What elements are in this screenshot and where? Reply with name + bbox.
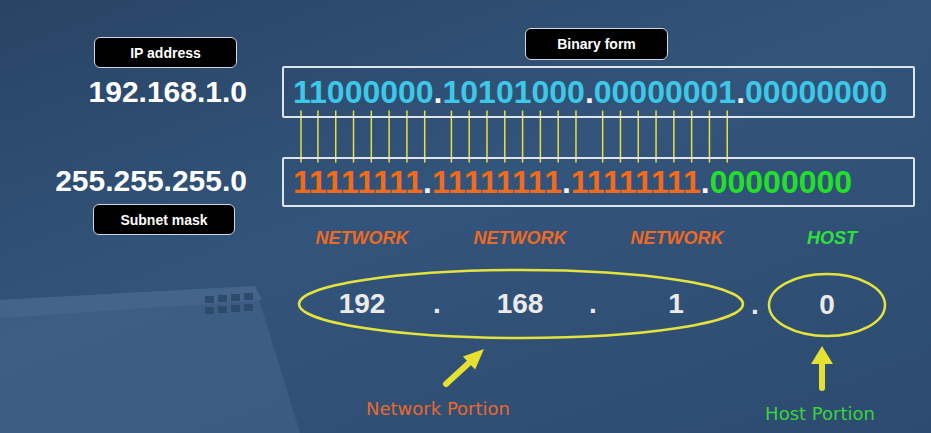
ellipse-shape — [299, 270, 743, 338]
portion-tag: NETWORK — [631, 228, 724, 249]
portion-caption: Network Portion — [366, 398, 510, 419]
tag-text: IP address — [130, 45, 201, 61]
binary-octet: 00000000 — [745, 74, 887, 111]
label-tag: Binary form — [525, 28, 668, 60]
bit-line — [540, 111, 542, 163]
bit-line — [300, 111, 302, 163]
octet-value: . — [433, 288, 441, 320]
bit-line — [557, 111, 559, 163]
octet-dot: . — [736, 74, 745, 111]
ip-value: 192.168.1.0 — [89, 75, 247, 109]
tag-text: Binary form — [557, 36, 636, 52]
binary-octet: 11111111 — [571, 164, 701, 201]
bit-line — [709, 111, 711, 163]
bit-line — [602, 111, 604, 163]
bit-line — [620, 111, 622, 163]
binary-octet: 11111111 — [293, 164, 423, 201]
bit-line — [468, 111, 470, 163]
binary-box: 11111111.11111111.11111111.00000000 — [282, 157, 915, 207]
octet-dot: . — [562, 164, 571, 201]
bit-line — [486, 111, 488, 163]
binary-box: 11000000.10101000.00000001.00000000 — [282, 66, 915, 118]
octet-dot: . — [423, 164, 432, 201]
binary-octet: 11111111 — [432, 164, 562, 201]
bit-line — [406, 111, 408, 163]
bit-line — [317, 111, 319, 163]
bit-line — [353, 111, 355, 163]
binary-octet: 00000001 — [594, 74, 736, 111]
bit-line — [673, 111, 675, 163]
portion-ellipse: 192. 168. 1 — [297, 268, 745, 340]
octet-value: 1 — [668, 288, 684, 320]
portion-tag: NETWORK — [474, 228, 567, 249]
octet-dot: . — [701, 164, 710, 201]
octet-value: . — [589, 288, 597, 320]
binary-octet: 10101000 — [443, 74, 585, 111]
bit-line — [504, 111, 506, 163]
pointer-arrow — [446, 349, 484, 384]
label-tag: Subnet mask — [93, 204, 235, 235]
bit-line — [424, 111, 426, 163]
bit-line — [388, 111, 390, 163]
pointer-arrow — [811, 346, 833, 388]
bit-line — [575, 111, 577, 163]
bit-line — [335, 111, 337, 163]
dot-separator: . — [751, 289, 759, 321]
portion-ellipse: 0 — [767, 272, 887, 338]
octet-dot: . — [585, 74, 594, 111]
mask-value: 255.255.255.0 — [55, 164, 247, 198]
octet-value: 0 — [819, 289, 835, 321]
octet-value: 168 — [497, 288, 544, 320]
bit-line — [655, 111, 657, 163]
portion-tag: HOST — [807, 228, 857, 249]
octet-value: 192 — [339, 288, 386, 320]
bit-line — [726, 111, 728, 163]
bit-line — [522, 111, 524, 163]
binary-octet: 00000000 — [710, 164, 852, 201]
portion-tag: NETWORK — [316, 228, 409, 249]
portion-caption: Host Portion — [765, 403, 875, 424]
bit-line — [691, 111, 693, 163]
bit-line — [638, 111, 640, 163]
switch-illustration — [0, 286, 300, 433]
bit-line — [451, 111, 453, 163]
bit-line — [371, 111, 373, 163]
ellipse-shape — [769, 274, 885, 336]
binary-octet: 11000000 — [293, 74, 434, 111]
tag-text: Subnet mask — [120, 212, 207, 228]
octet-dot: . — [434, 74, 443, 111]
label-tag: IP address — [94, 37, 237, 68]
